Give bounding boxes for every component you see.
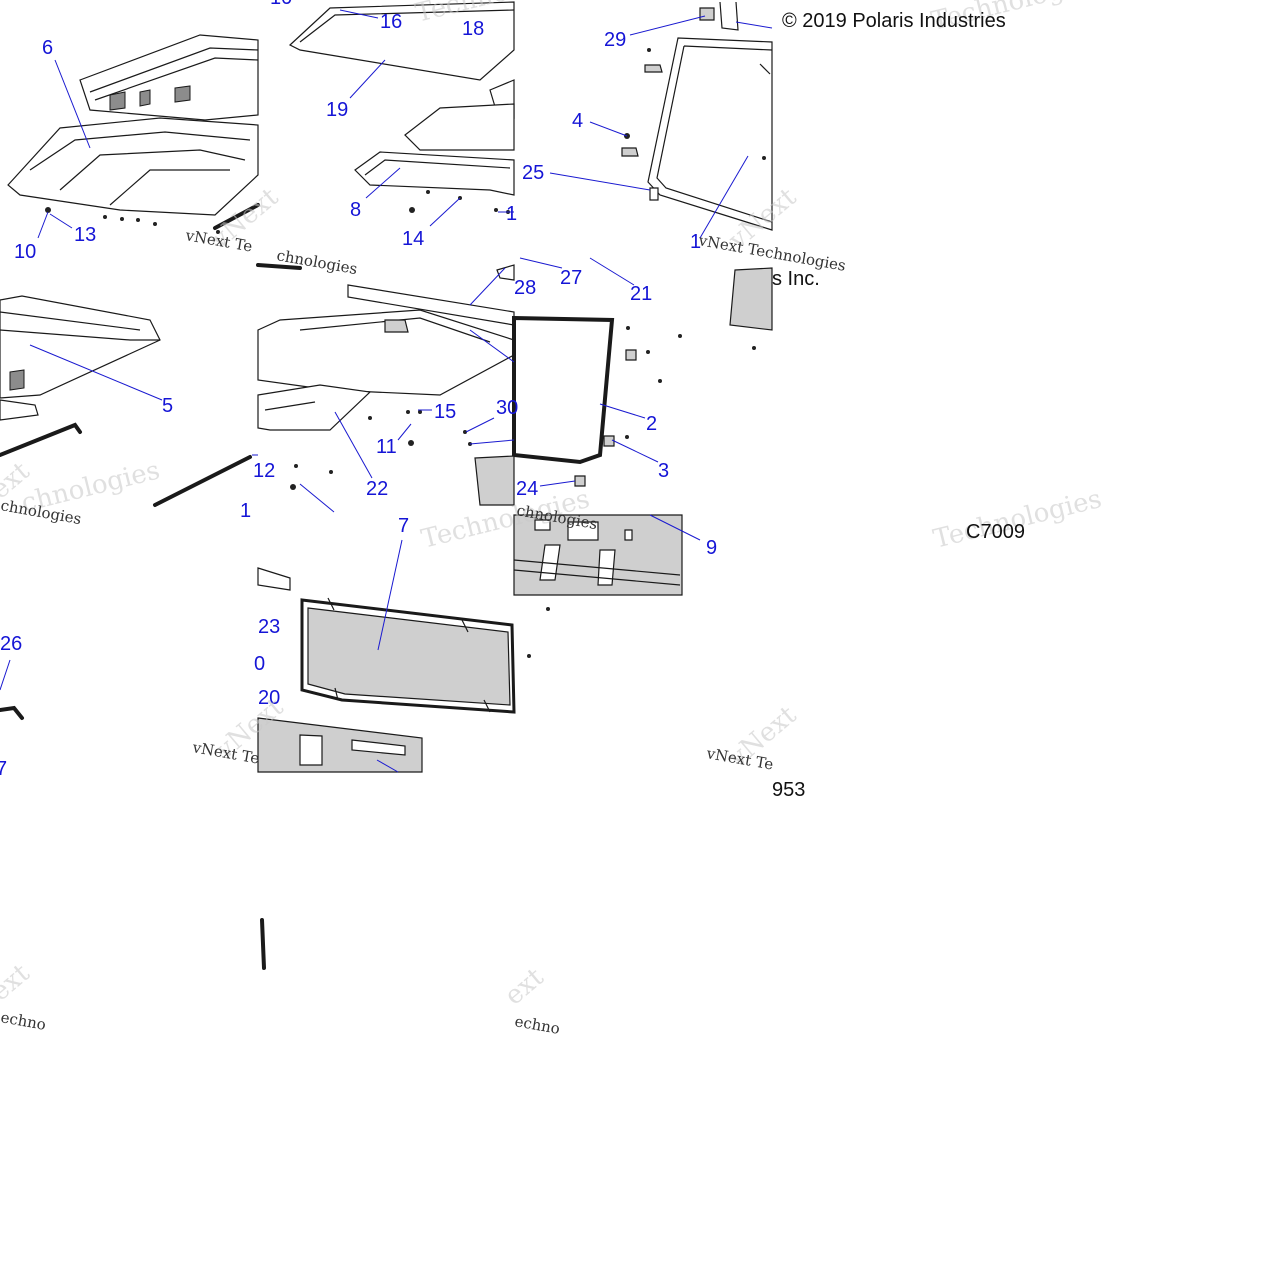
callout-20: 20 (258, 687, 280, 709)
callout-24: 24 (516, 478, 538, 500)
callout-22: 22 (366, 478, 388, 500)
callout-16: 16 (380, 11, 402, 33)
tile-rear-window (474, 264, 773, 506)
rear-panel-part (729, 267, 773, 331)
roof-panel-part-6 (7, 117, 259, 216)
callout-0-cut: 0 (254, 653, 265, 675)
callout-25: 25 (522, 162, 544, 184)
callout-1-cut-b: 1 (240, 500, 251, 522)
callout-28: 28 (514, 277, 536, 299)
callout-1: 1 (690, 231, 701, 253)
tile-side-rail (0, 705, 24, 720)
tile-rear-roof (0, 295, 252, 507)
callout-2: 2 (646, 413, 657, 435)
callout-14: 14 (402, 228, 424, 250)
trim-strip-part (153, 455, 252, 507)
tile-headliner (288, 1, 515, 214)
callout-10-cut: 10 (270, 0, 292, 9)
watermark-text: chnologies (275, 246, 358, 278)
figure-info: © 2019 Polaris Industries s Inc. C7009 9… (772, 10, 1025, 801)
callout-labels: 6 10 13 5 16 18 19 8 14 1 29 4 25 1 27 2… (0, 0, 717, 780)
roof-seal-strip (213, 203, 260, 230)
tile-windshield (621, 1, 773, 231)
copyright-tail: s Inc. (772, 268, 820, 290)
callout-11: 11 (376, 436, 397, 458)
roof-rack-part (79, 34, 259, 121)
callout-29: 29 (604, 29, 626, 51)
windshield-glass-part-1 (647, 37, 773, 231)
callout-27: 27 (560, 267, 582, 289)
sunshade-frame-part-16 (288, 1, 515, 81)
callout-9: 9 (706, 537, 717, 559)
callout-13: 13 (74, 224, 96, 246)
tile-rear-headliner (256, 263, 515, 490)
callout-19: 19 (326, 99, 348, 121)
leader-lines (0, 9, 773, 773)
panel-fragment (474, 455, 515, 506)
rear-window-seal-part-2 (512, 315, 615, 465)
callout-5: 5 (162, 395, 173, 417)
watermark-fragment: ext (499, 962, 550, 1011)
figure-code: C7009 (966, 521, 1025, 543)
watermark-brand: Technologies (930, 484, 1104, 555)
callout-12: 12 (253, 460, 275, 482)
trim-panel-part-8 (354, 151, 515, 196)
watermark-text: echno (0, 1008, 47, 1034)
tile-rear-glass (257, 567, 516, 970)
callout-18: 18 (462, 18, 484, 40)
windshield-clip-part-29 (699, 7, 715, 21)
edge-strip (260, 918, 266, 970)
tile-roof-top-left (7, 34, 260, 234)
callout-15: 15 (434, 401, 456, 423)
callout-26: 26 (0, 633, 22, 655)
watermark-fragment: ext (0, 958, 36, 1007)
callout-21: 21 (630, 283, 652, 305)
rear-trim-strip (256, 263, 302, 270)
callout-7-cut: 7 (0, 758, 7, 780)
callout-30: 30 (496, 397, 518, 419)
watermark-text: echno (513, 1012, 561, 1038)
callout-3: 3 (658, 460, 669, 482)
roof-liner-part (404, 103, 515, 151)
side-rail-part-26 (0, 705, 24, 720)
tile-lower-panel (513, 514, 683, 658)
callout-1-cut: 1 (506, 203, 517, 225)
callout-4: 4 (572, 110, 583, 132)
callout-23: 23 (258, 616, 280, 638)
callout-10: 10 (14, 241, 36, 263)
callout-8: 8 (350, 199, 361, 221)
bracket-part-24 (574, 475, 586, 487)
copyright-text: © 2019 Polaris Industries (782, 10, 1006, 32)
callout-7: 7 (398, 515, 409, 537)
figure-code-tail: 953 (772, 779, 805, 801)
lower-panel-part-20 (257, 717, 423, 773)
rear-seal-part (0, 422, 82, 457)
callout-6: 6 (42, 37, 53, 59)
